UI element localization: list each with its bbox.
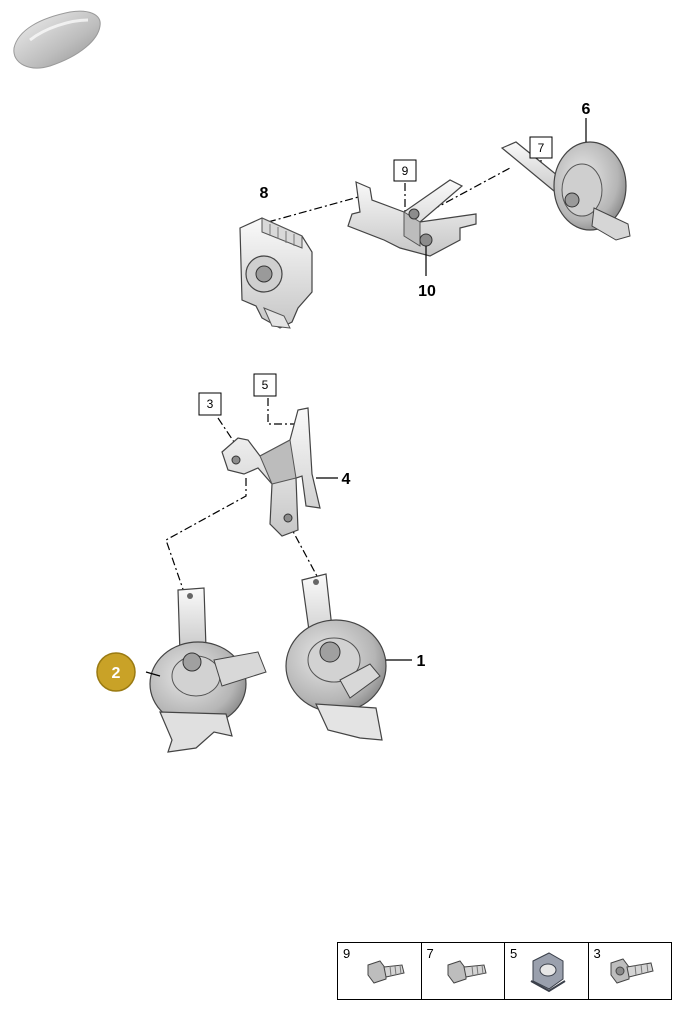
legend-cell-7: 7: [422, 943, 505, 999]
nut-icon: [530, 952, 566, 993]
callout-1: 1: [417, 653, 426, 670]
svg-text:7: 7: [538, 141, 545, 155]
svg-text:2: 2: [112, 665, 121, 682]
svg-text:9: 9: [402, 164, 409, 178]
highlighted-callout-2[interactable]: 2: [96, 652, 136, 692]
boxed-callout-9: 9: [393, 159, 417, 182]
part-9-10-bracket: [347, 179, 477, 276]
part-8-mount: [239, 217, 313, 329]
part-2-horn: [145, 587, 267, 753]
legend-cell-5: 5: [505, 943, 589, 999]
legend-cell-9: 9: [338, 943, 422, 999]
part-4-bracket: [221, 407, 338, 537]
callout-10: 10: [418, 283, 436, 300]
legend-label: 3: [593, 946, 601, 961]
callout-6: 6: [582, 101, 591, 118]
callout-8: 8: [260, 185, 269, 202]
legend-label: 9: [343, 946, 351, 961]
callout-4: 4: [342, 471, 351, 488]
bolt-icon: [447, 960, 487, 984]
boxed-callout-3: 3: [198, 392, 222, 416]
boxed-callout-7: 7: [529, 136, 553, 159]
svg-text:5: 5: [262, 378, 269, 392]
boxed-callout-5: 5: [253, 373, 277, 397]
fastener-legend: 9 7 5 3: [337, 942, 672, 1000]
legend-cell-3: 3: [589, 943, 672, 999]
part-1-horn: [285, 573, 412, 741]
bolt-icon: [367, 960, 405, 984]
legend-label: 5: [510, 946, 518, 961]
bottom-leader-lines: [165, 398, 319, 599]
screw-icon: [610, 958, 654, 984]
legend-label: 7: [426, 946, 434, 961]
car-thumbnail-icon: [13, 10, 101, 69]
part-6-horn: [500, 118, 631, 241]
svg-text:3: 3: [207, 397, 214, 411]
